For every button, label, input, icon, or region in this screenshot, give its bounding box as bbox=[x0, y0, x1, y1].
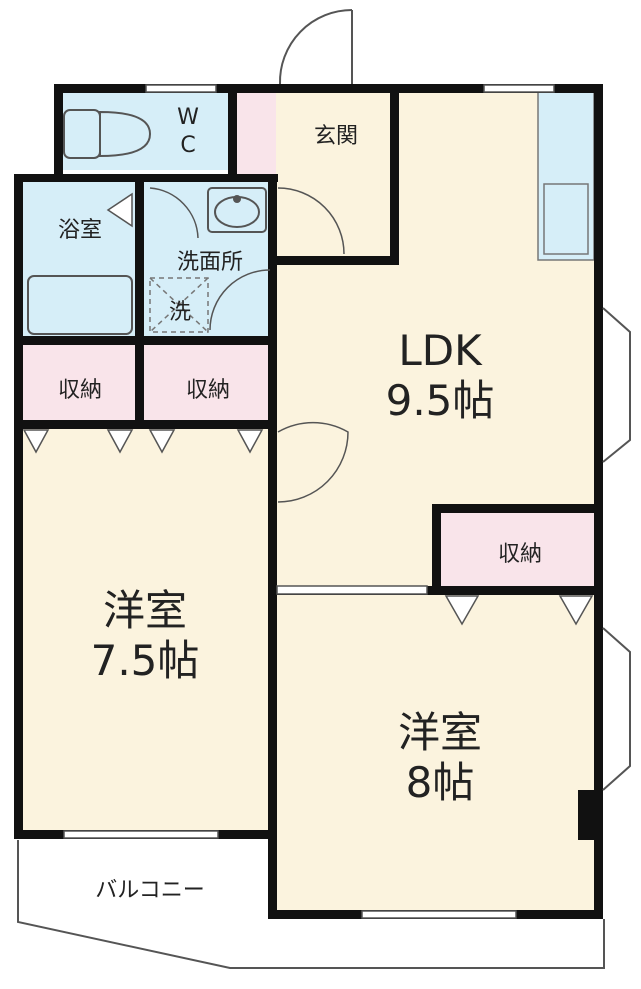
western-left-label: 洋室 7.5帖 bbox=[50, 586, 240, 686]
kitchen-sink-icon bbox=[543, 183, 589, 255]
windows bbox=[63, 84, 555, 919]
genkan-pink bbox=[236, 88, 276, 178]
bathtub-icon bbox=[27, 275, 133, 335]
storage-right-label: 収納 bbox=[497, 542, 542, 567]
door-swings bbox=[149, 187, 349, 503]
balcony-label: バルコニー bbox=[95, 878, 205, 903]
western-right-size: 8帖 bbox=[405, 758, 475, 807]
ldk-size: 9.5帖 bbox=[385, 376, 495, 425]
wc-line1: W bbox=[177, 105, 199, 130]
storage-left-label: 収納 bbox=[57, 378, 102, 403]
wc-line2: C bbox=[180, 133, 196, 158]
western-right-area bbox=[276, 590, 599, 915]
western-right-name: 洋室 bbox=[397, 708, 482, 757]
washroom-label: 洗面所 bbox=[176, 250, 243, 275]
western-left-size: 7.5帖 bbox=[90, 636, 200, 685]
bath-label: 浴室 bbox=[57, 218, 102, 243]
western-right-label: 洋室 8帖 bbox=[340, 708, 540, 808]
western-left-area bbox=[18, 428, 272, 836]
wc-label: W C bbox=[176, 104, 200, 160]
genkan-label: 玄関 bbox=[313, 124, 358, 149]
storage-mid-area bbox=[144, 344, 272, 424]
balcony-outline bbox=[17, 840, 605, 969]
storage-mid-label: 収納 bbox=[185, 378, 230, 403]
closet-doors bbox=[22, 429, 594, 626]
western-left-name: 洋室 bbox=[102, 586, 187, 635]
sink-icon bbox=[207, 187, 267, 233]
washer-icon bbox=[149, 277, 209, 333]
vent-icon bbox=[106, 192, 133, 228]
bay-windows bbox=[602, 307, 631, 791]
ldk-label: LDK 9.5帖 bbox=[340, 326, 540, 426]
toilet-icon bbox=[63, 109, 152, 159]
storage-left-area bbox=[18, 344, 138, 424]
ldk-name: LDK bbox=[398, 326, 482, 375]
entrance-door-icon bbox=[278, 9, 353, 85]
washer-label: 洗 bbox=[168, 300, 191, 325]
storage-right-area bbox=[438, 512, 598, 586]
